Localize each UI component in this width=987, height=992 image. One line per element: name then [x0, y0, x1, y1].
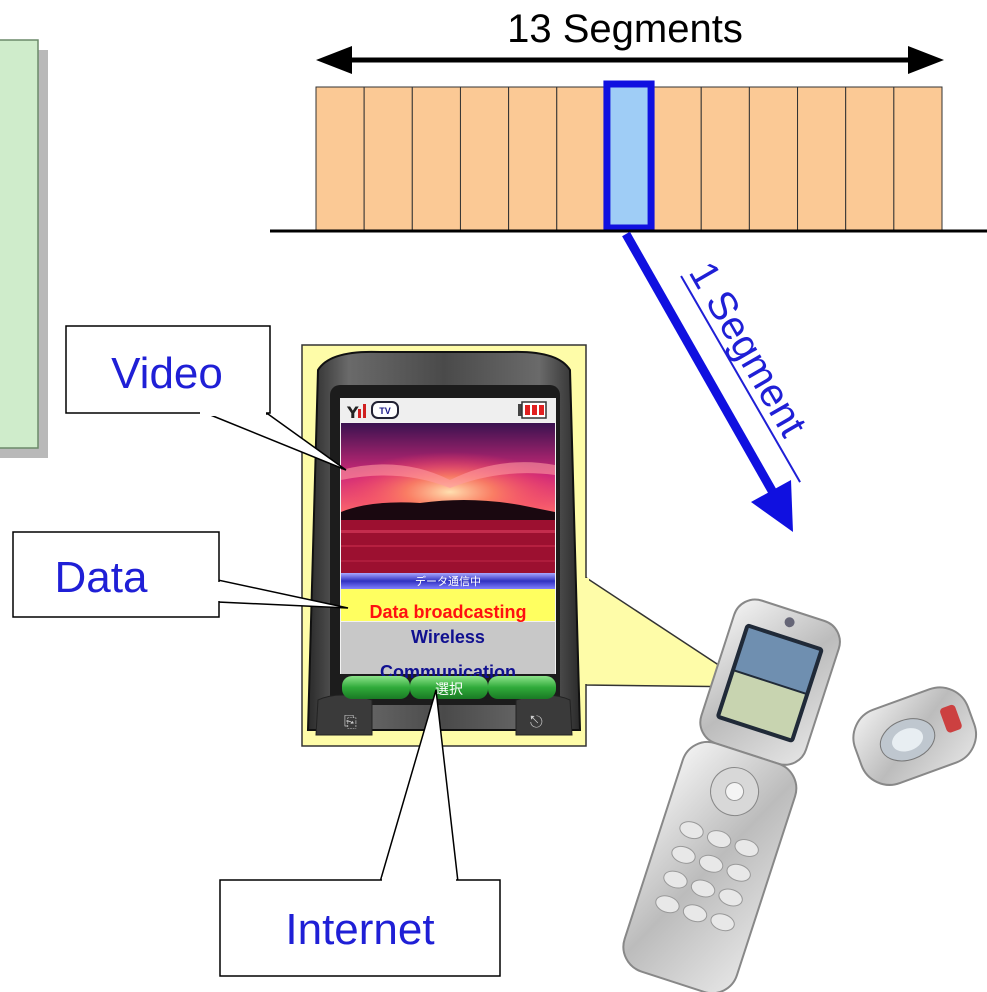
segment-bars: [315, 80, 943, 232]
call-key-icon: ⎘: [344, 712, 357, 731]
soft-key-right[interactable]: [488, 676, 556, 699]
arrow-down-icon: [751, 480, 793, 532]
select-button[interactable]: [410, 676, 488, 699]
wireless-line1: Wireless: [411, 627, 485, 647]
segment-bar: [797, 86, 847, 232]
flip-phone-image: [622, 598, 977, 992]
video-frame: [340, 423, 560, 573]
video-callout: Video: [65, 325, 347, 471]
data-callout: Data: [12, 531, 349, 618]
data-status-text: データ通信中: [415, 574, 481, 588]
wireless-area: [341, 622, 555, 674]
data-broadcasting-text: Data broadcasting: [369, 602, 526, 622]
tv-icon: TV: [371, 401, 399, 419]
select-button-label: 選択: [435, 682, 463, 698]
phone-screen: Y TV: [340, 398, 560, 699]
segment-bar: [652, 86, 702, 232]
segment-bar: [845, 86, 895, 232]
segment-bar: [700, 86, 750, 232]
segment-bar: [556, 86, 606, 232]
battery-icon: [518, 401, 547, 419]
arrow-left-icon: [316, 46, 352, 74]
segment-bar: [459, 86, 510, 232]
soft-key-left[interactable]: [342, 676, 410, 699]
segments-title: 13 Segments: [507, 7, 743, 51]
selected-segment: [603, 80, 655, 232]
antenna-icon: Y: [346, 403, 366, 422]
data-label: Data: [55, 553, 148, 602]
one-segment-arrow: 1 Segment: [622, 231, 815, 532]
one-segment-label: 1 Segment: [680, 255, 815, 445]
svg-text:Y: Y: [346, 403, 359, 422]
segment-bar: [893, 86, 943, 232]
video-label: Video: [111, 349, 223, 398]
note-card: [0, 39, 48, 458]
segment-bar: [508, 86, 558, 232]
end-key-icon: ⎋: [530, 712, 543, 731]
data-broadcast-area: [341, 589, 555, 621]
segment-bar: [363, 86, 413, 232]
segment-bar: [748, 86, 799, 232]
segments-header: 13 Segments: [316, 7, 944, 74]
internet-callout: Internet: [219, 689, 501, 977]
data-status-bar: [341, 573, 555, 589]
phone-mockup: ⎘ ⎋ Y TV: [306, 350, 582, 736]
segment-bar: [411, 86, 461, 232]
arrow-right-icon: [908, 46, 944, 74]
tv-badge: TV: [379, 406, 391, 416]
segment-bar: [315, 86, 365, 232]
internet-label: Internet: [285, 905, 434, 954]
